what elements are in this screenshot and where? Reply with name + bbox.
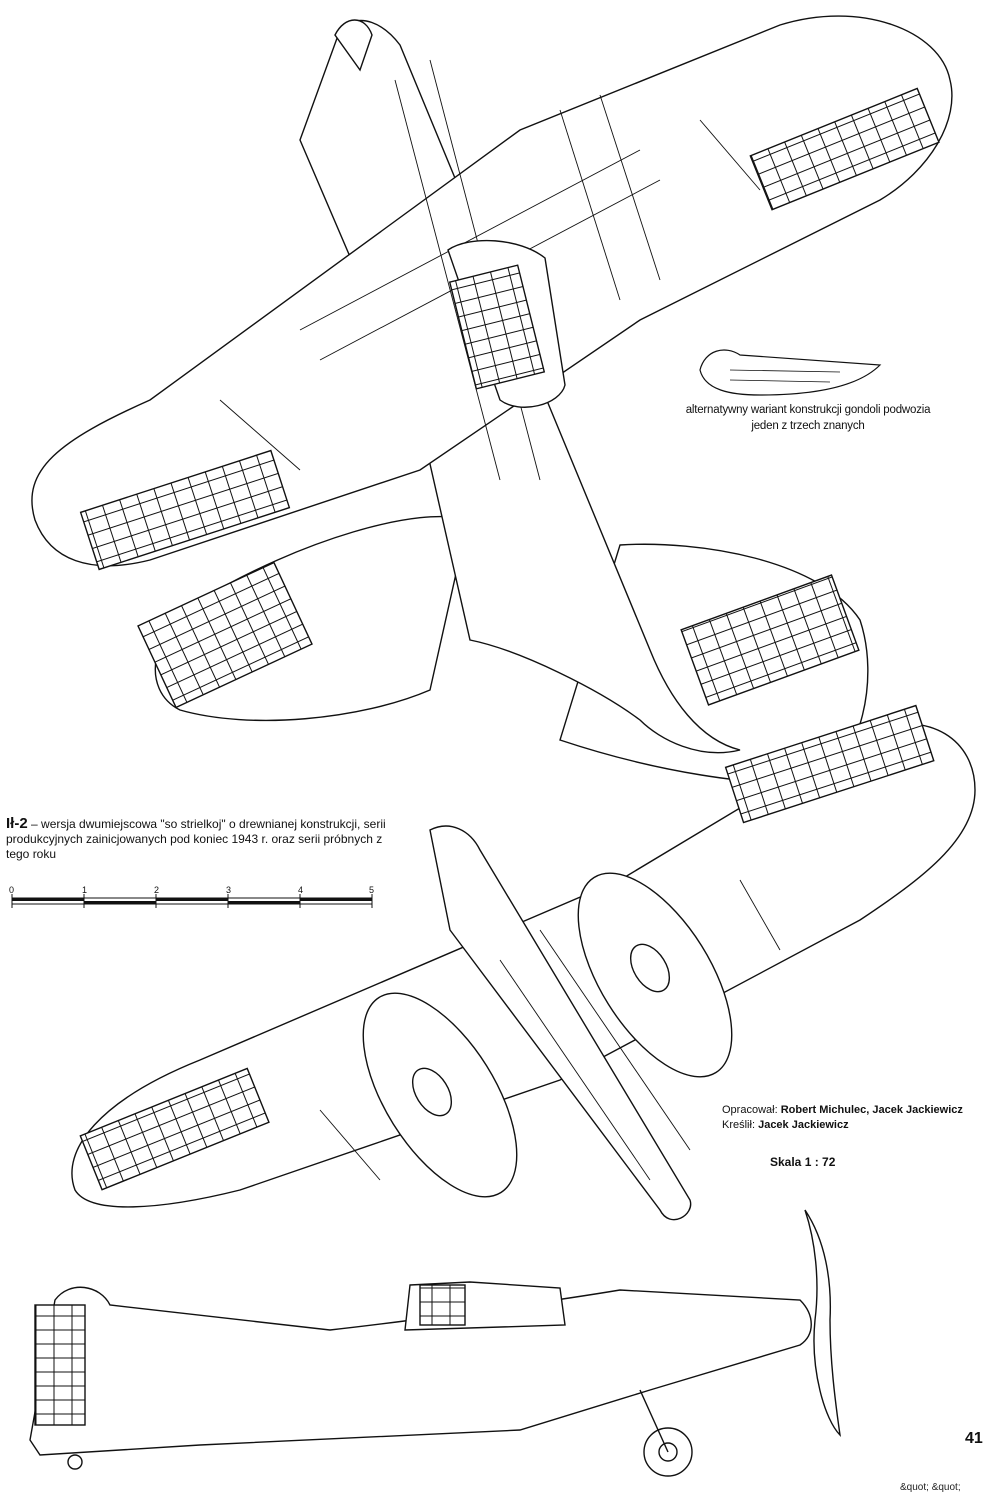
footer-artifact: &quot; &quot; (900, 1482, 961, 1493)
scale-tick-2: 2 (154, 885, 160, 895)
caption-text: – wersja dwumiejscowa "so strielkoj" o d… (6, 817, 386, 861)
scale-tick-0: 0 (9, 885, 15, 895)
side-view (29, 1209, 841, 1477)
scale-tick-4: 4 (298, 885, 304, 895)
credit-prepared-label: Opracował: (722, 1104, 778, 1116)
scale-tick-1: 1 (82, 885, 88, 895)
scale-tick-5: 5 (369, 885, 375, 895)
alt-note-line1: alternatywny wariant konstrukcji gondoli… (685, 404, 931, 416)
credits: Opracował: Robert Michulec, Jacek Jackie… (722, 1103, 963, 1133)
caption-model: Ił-2 (6, 815, 28, 832)
drawing-caption: Ił-2 – wersja dwumiejscowa "so strielkoj… (6, 816, 391, 862)
scale-text: Skala 1 : 72 (770, 1155, 836, 1169)
credit-drawn-name: Jacek Jackiewicz (758, 1119, 849, 1131)
credit-drawn-label: Kreślił: (722, 1119, 756, 1131)
alt-note-line2: jeden z trzech znanych (751, 420, 865, 432)
top-view (31, 15, 953, 784)
scale-bar (11, 894, 373, 908)
scale-tick-3: 3 (226, 885, 232, 895)
alt-nacelle-detail (699, 349, 882, 396)
page-number: 41 (965, 1430, 983, 1447)
bottom-view (71, 704, 976, 1221)
credit-prepared-names: Robert Michulec, Jacek Jackiewicz (780, 1104, 963, 1116)
alt-nacelle-note: alternatywny wariant konstrukcji gondoli… (672, 402, 944, 434)
bottom-view-fuselage (429, 825, 692, 1221)
